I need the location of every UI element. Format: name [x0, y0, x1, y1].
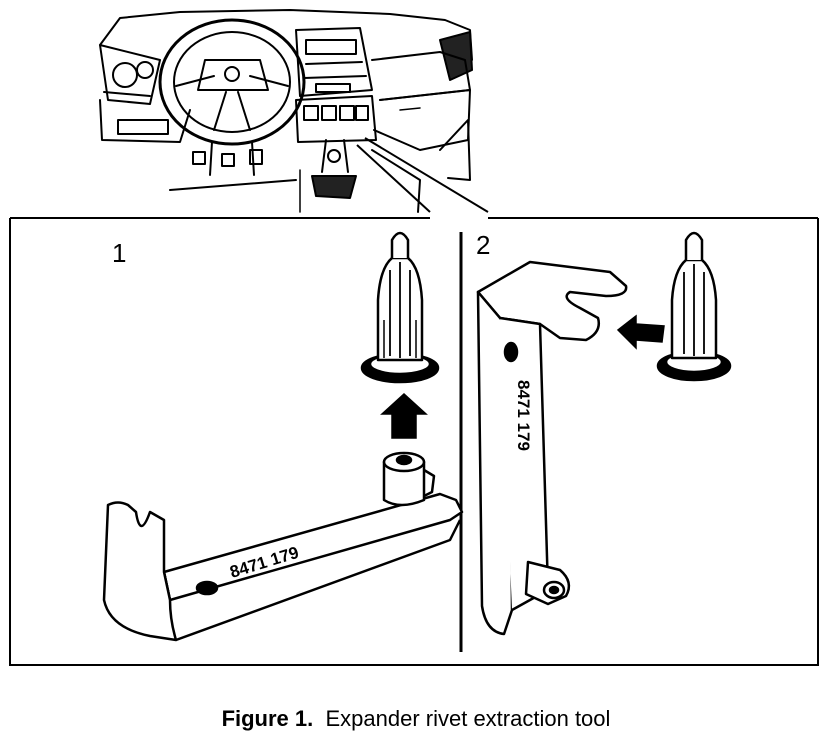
panel-2-label: 2 [476, 230, 490, 260]
dashboard-overview-drawing [99, 9, 473, 213]
panel-2-tool-marking: 8471 179 [514, 380, 533, 451]
panel-1-label: 1 [112, 238, 126, 268]
callout-connector-lines [356, 137, 489, 213]
panel-1-up-arrow [380, 392, 428, 439]
panel-2-extraction-tool: 8471 179 [476, 260, 628, 636]
panel-2-rivet [656, 231, 732, 382]
panel-1-rivet [360, 231, 440, 384]
detail-frame [9, 217, 819, 666]
figure-caption: Figure 1. Expander rivet extraction tool [0, 706, 832, 732]
panel-1-extraction-tool: 8471 179 [102, 451, 464, 642]
figure-caption-label: Figure 1. [221, 706, 314, 731]
panel-2-left-arrow [616, 314, 665, 350]
figure-caption-text: Expander rivet extraction tool [325, 706, 611, 731]
